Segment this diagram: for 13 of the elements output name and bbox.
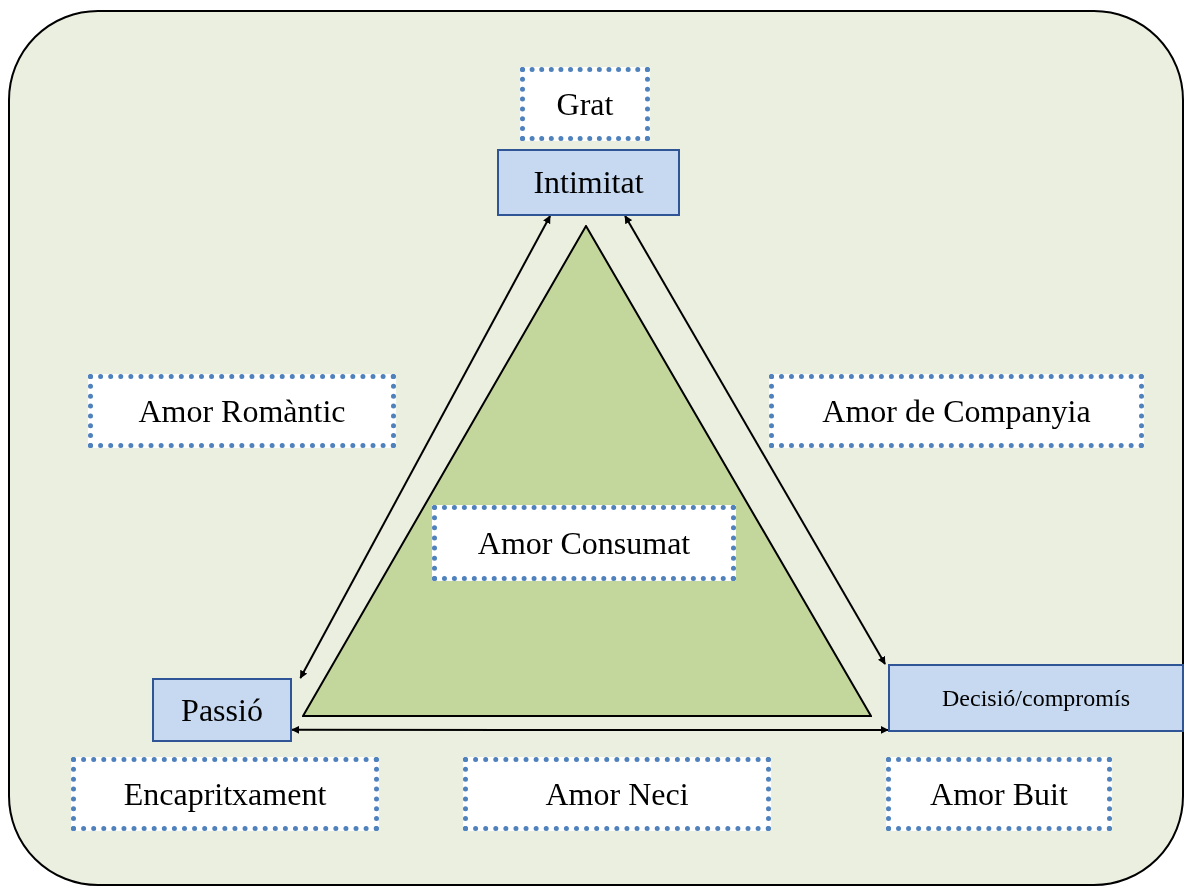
component-box: Decisió/compromís [888, 664, 1184, 732]
love-type-box: Grat [520, 67, 650, 141]
love-type-box: Amor Consumat [432, 505, 736, 581]
double-arrow [291, 725, 889, 734]
love-type-box: Amor Romàntic [88, 374, 396, 448]
component-box: Passió [152, 678, 292, 742]
love-type-box: Amor de Companyia [769, 374, 1144, 448]
component-box: Intimitat [497, 149, 680, 216]
love-type-box: Amor Neci [463, 757, 771, 831]
love-type-box: Encapritxament [71, 757, 379, 831]
double-arrow [299, 215, 552, 679]
double-arrow [624, 215, 887, 665]
love-type-box: Amor Buit [886, 757, 1112, 831]
